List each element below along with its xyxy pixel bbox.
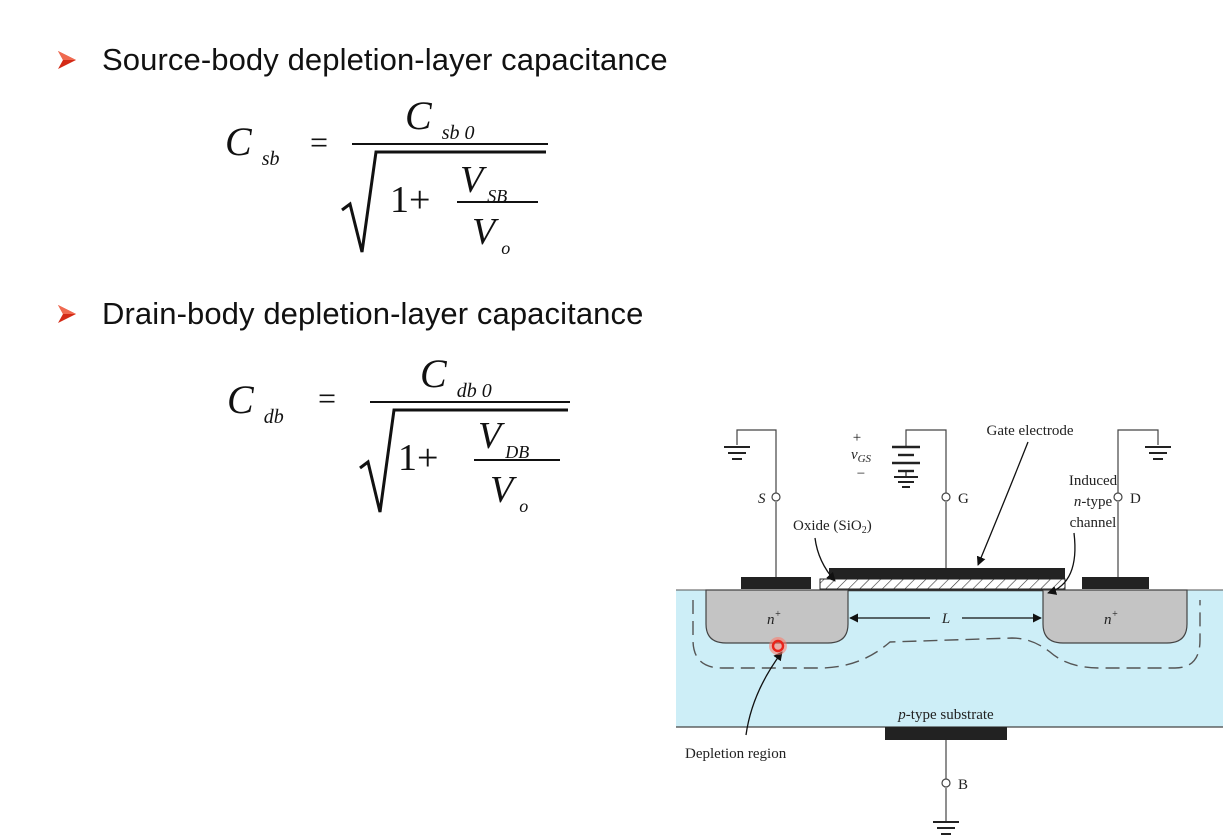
vgs-plus-label: + bbox=[853, 430, 861, 446]
formula-lhs-sub: sb bbox=[261, 148, 280, 170]
bullet-source-body: Source-body depletion-layer capacitance bbox=[56, 42, 668, 78]
ground-icon bbox=[933, 821, 959, 835]
bullet-arrow-icon bbox=[58, 305, 76, 323]
depletion-region-label: Depletion region bbox=[685, 746, 787, 762]
formula-frac-num-sub: DB bbox=[505, 442, 530, 462]
source-n-plus-region bbox=[705, 589, 849, 644]
length-label: L bbox=[941, 611, 950, 627]
oxide-layer bbox=[819, 578, 1066, 590]
drain-n-plus-region bbox=[1042, 589, 1188, 644]
formula-frac-num-symbol: V bbox=[478, 415, 502, 457]
oxide-label: Oxide (SiO2) bbox=[793, 518, 872, 536]
cursor-marker-icon bbox=[769, 637, 787, 655]
formula-frac-den-symbol: V bbox=[472, 211, 496, 253]
formula-frac-num-symbol: V bbox=[460, 159, 484, 201]
depletion-arrow bbox=[745, 651, 783, 736]
formula-lhs-sub: db bbox=[263, 406, 284, 428]
body-label: B bbox=[958, 777, 968, 793]
bullet-text: Drain-body depletion-layer capacitance bbox=[102, 296, 644, 331]
bullet-drain-body: Drain-body depletion-layer capacitance bbox=[56, 296, 643, 332]
gate-electrode-label: Gate electrode bbox=[986, 423, 1073, 439]
formula-equals: = bbox=[310, 124, 329, 160]
formula-equals: = bbox=[318, 380, 337, 416]
drain-n-plus-label: n+ bbox=[1104, 609, 1118, 628]
cursor-marker-ring bbox=[771, 639, 785, 653]
source-n-plus-label: n+ bbox=[767, 609, 781, 628]
vgs-minus-label: − bbox=[857, 466, 865, 482]
ground-icon bbox=[1145, 446, 1171, 460]
gate-label: G bbox=[958, 491, 969, 507]
formula-num-sub: sb 0 bbox=[441, 122, 475, 144]
formula-frac-den-symbol: V bbox=[490, 469, 514, 511]
induced-label-line1: Induced bbox=[1069, 473, 1118, 489]
ground-icon bbox=[724, 446, 750, 460]
formula-one-plus: 1+ bbox=[398, 437, 439, 479]
gate-electrode-arrow bbox=[976, 441, 1029, 566]
formula-frac-den-sub: o bbox=[501, 238, 511, 258]
depletion-boundary bbox=[692, 600, 1201, 669]
formula-num-symbol: C bbox=[420, 351, 447, 396]
source-contact bbox=[741, 577, 811, 589]
bullet-arrow-icon bbox=[58, 51, 76, 69]
drain-terminal bbox=[1113, 492, 1123, 502]
formula-num-symbol: C bbox=[405, 93, 432, 138]
induced-label-line3: channel bbox=[1070, 515, 1117, 531]
bullet-text: Source-body depletion-layer capacitance bbox=[102, 42, 668, 77]
gate-electrode bbox=[829, 568, 1065, 579]
battery-icon bbox=[892, 445, 920, 488]
source-label: S bbox=[758, 491, 766, 507]
source-terminal bbox=[771, 492, 781, 502]
formula-num-sub: db 0 bbox=[456, 380, 492, 402]
formula-one-plus: 1+ bbox=[390, 179, 431, 221]
drain-label: D bbox=[1130, 491, 1141, 507]
oxide-arrow bbox=[814, 537, 836, 582]
drain-contact bbox=[1082, 577, 1149, 589]
formula-lhs-symbol: C bbox=[227, 377, 254, 422]
fraction-bar-and-radical bbox=[341, 143, 548, 253]
body-terminal bbox=[941, 778, 951, 788]
induced-label-line2: n-type bbox=[1074, 494, 1113, 510]
formula-lhs-symbol: C bbox=[225, 119, 252, 164]
gate-terminal bbox=[941, 492, 951, 502]
fraction-bar-and-radical bbox=[359, 401, 570, 513]
body-contact bbox=[885, 727, 1007, 740]
channel-arrow bbox=[1047, 532, 1076, 595]
vgs-label: vGS bbox=[851, 447, 872, 465]
formula-frac-den-sub: o bbox=[519, 496, 529, 516]
formula-frac-num-sub: SB bbox=[487, 186, 508, 206]
substrate-label: p-type substrate bbox=[897, 707, 994, 723]
